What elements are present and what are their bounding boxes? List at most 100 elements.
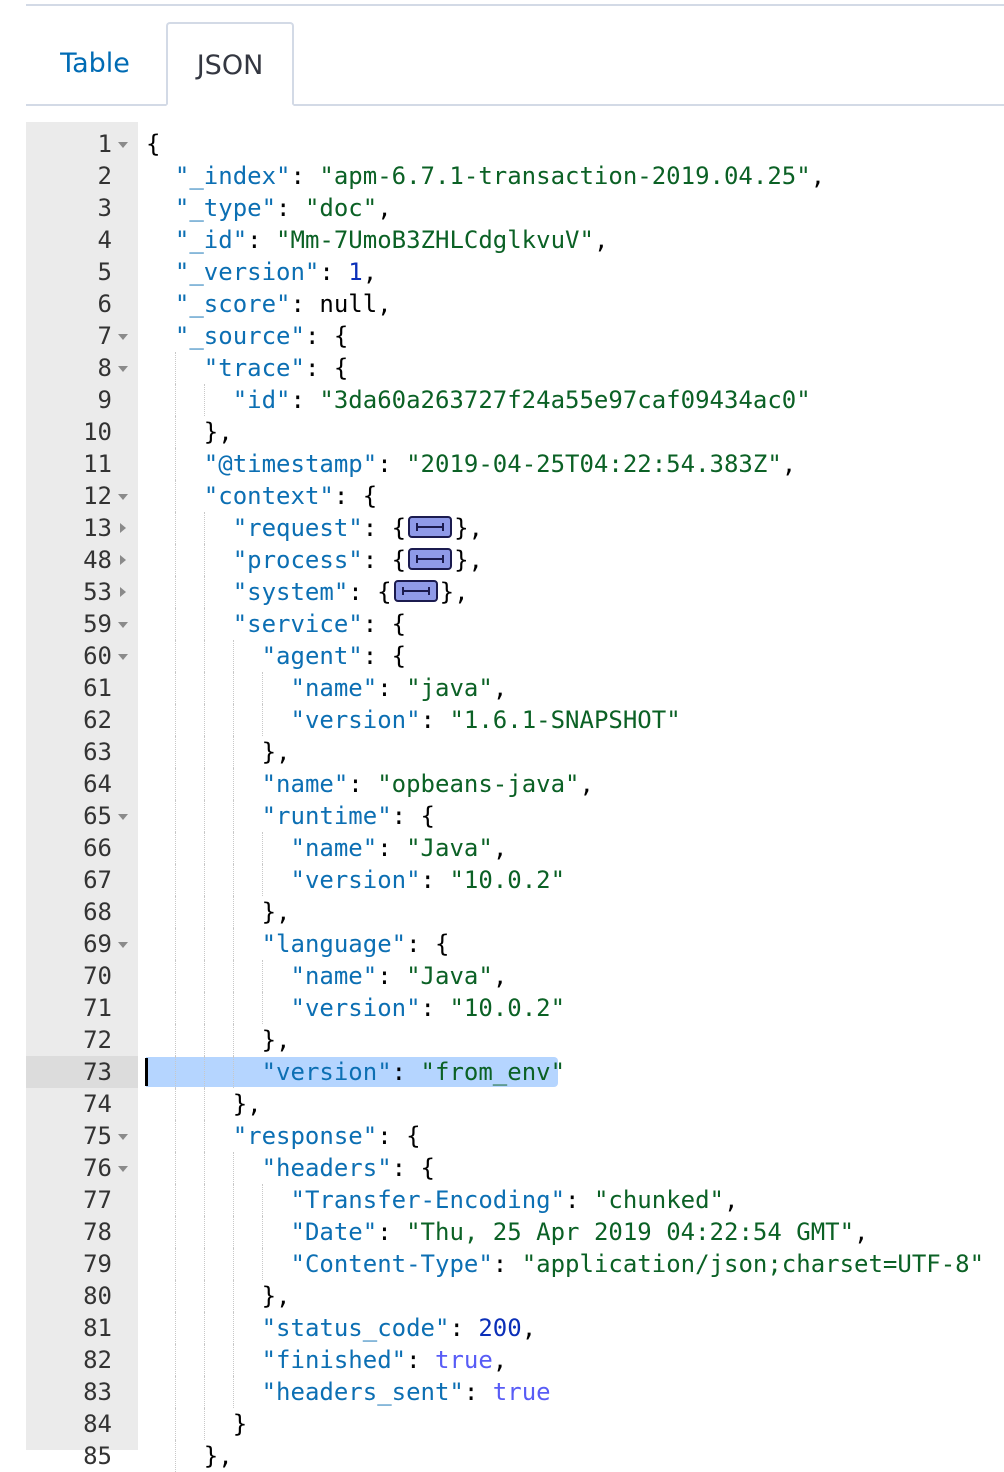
tab-json[interactable]: JSON — [166, 22, 294, 106]
code-line[interactable]: }, — [204, 416, 233, 448]
code-line[interactable]: "name": "java", — [291, 672, 508, 704]
code-line[interactable]: }, — [204, 1440, 233, 1472]
code-line[interactable]: "name": "Java", — [291, 832, 508, 864]
indent-guide — [174, 832, 176, 864]
indent-guide — [174, 992, 176, 1024]
code-line[interactable]: "_index": "apm-6.7.1-transaction-2019.04… — [175, 160, 825, 192]
indent-guide — [232, 1056, 234, 1088]
code-line[interactable]: "context": { — [204, 480, 377, 512]
json-punctuation: } — [232, 1410, 248, 1438]
code-line[interactable]: "service": { — [233, 608, 406, 640]
json-code-editor[interactable]: 1{2"_index": "apm-6.7.1-transaction-2019… — [26, 122, 1004, 1472]
fold-closed-icon[interactable] — [116, 544, 130, 576]
fold-open-icon[interactable] — [116, 352, 130, 384]
code-line[interactable]: "trace": { — [204, 352, 349, 384]
line-number: 5 — [97, 258, 112, 286]
json-key: "_type" — [174, 194, 277, 222]
code-line[interactable]: }, — [262, 1024, 291, 1056]
code-line[interactable]: "version": "10.0.2" — [291, 864, 566, 896]
code-line[interactable]: "language": { — [262, 928, 450, 960]
code-line[interactable]: "headers_sent": true — [262, 1376, 551, 1408]
gutter-cell: 48 — [26, 544, 138, 576]
gutter-cell: 63 — [26, 736, 138, 768]
code-line[interactable]: "version": "1.6.1-SNAPSHOT" — [291, 704, 681, 736]
code-line[interactable]: "_version": 1, — [175, 256, 377, 288]
fold-open-icon[interactable] — [116, 928, 130, 960]
json-punctuation: : — [420, 866, 450, 894]
indent-guide — [203, 896, 205, 928]
code-line[interactable]: "version": "from_env" — [262, 1056, 565, 1088]
fold-open-icon[interactable] — [116, 608, 130, 640]
indent-guide — [174, 384, 176, 416]
json-boolean: true — [492, 1378, 551, 1406]
code-line[interactable]: "request": {}, — [233, 512, 483, 544]
code-line[interactable]: "@timestamp": "2019-04-25T04:22:54.383Z"… — [204, 448, 796, 480]
indent-guide — [174, 1216, 176, 1248]
fold-widget-icon[interactable] — [408, 548, 453, 570]
fold-open-icon[interactable] — [116, 1152, 130, 1184]
code-line[interactable]: "system": {}, — [233, 576, 469, 608]
json-string: "10.0.2" — [449, 994, 566, 1022]
fold-open-icon[interactable] — [116, 1120, 130, 1152]
fold-closed-icon[interactable] — [116, 512, 130, 544]
line-number: 75 — [83, 1122, 112, 1150]
json-string: "2019-04-25T04:22:54.383Z" — [406, 450, 782, 478]
indent-guide — [232, 864, 234, 896]
fold-widget-icon[interactable] — [393, 580, 438, 602]
tab-table[interactable]: Table — [60, 48, 130, 79]
indent-guide — [203, 1312, 205, 1344]
code-line[interactable]: "id": "3da60a263727f24a55e97caf09434ac0" — [233, 384, 811, 416]
code-line[interactable]: "_source": { — [175, 320, 348, 352]
fold-open-icon[interactable] — [116, 128, 130, 160]
indent-guide — [261, 704, 263, 736]
code-line[interactable]: }, — [262, 1280, 291, 1312]
code-line[interactable]: "Transfer-Encoding": "chunked", — [291, 1184, 739, 1216]
line-number: 6 — [97, 290, 112, 318]
json-punctuation: : — [319, 258, 349, 286]
fold-open-icon[interactable] — [116, 480, 130, 512]
code-line[interactable]: "runtime": { — [262, 800, 435, 832]
code-line[interactable]: "Date": "Thu, 25 Apr 2019 04:22:54 GMT", — [291, 1216, 869, 1248]
code-line[interactable]: "_score": null, — [175, 288, 392, 320]
code-line[interactable]: "finished": true, — [262, 1344, 508, 1376]
code-line[interactable]: "headers": { — [262, 1152, 435, 1184]
code-line[interactable]: "name": "Java", — [291, 960, 508, 992]
line-number-gutter — [26, 122, 138, 1450]
indent-guide — [232, 1344, 234, 1376]
code-row: 62"version": "1.6.1-SNAPSHOT" — [26, 704, 1004, 736]
fold-open-icon[interactable] — [116, 640, 130, 672]
code-row: 10}, — [26, 416, 1004, 448]
gutter-cell: 64 — [26, 768, 138, 800]
json-number: 200 — [478, 1314, 522, 1342]
code-line[interactable]: "_id": "Mm-7UmoB3ZHLCdglkvuV", — [175, 224, 609, 256]
json-key: "request" — [232, 514, 363, 542]
code-line[interactable]: }, — [262, 896, 291, 928]
code-line[interactable]: }, — [262, 736, 291, 768]
json-punctuation: , — [492, 834, 508, 862]
fold-widget-icon[interactable] — [408, 516, 453, 538]
fold-open-icon[interactable] — [116, 800, 130, 832]
line-number: 11 — [83, 450, 112, 478]
json-punctuation: : — [420, 706, 450, 734]
code-line[interactable]: }, — [233, 1088, 262, 1120]
code-line[interactable]: "_type": "doc", — [175, 192, 392, 224]
code-line[interactable]: "process": {}, — [233, 544, 483, 576]
line-number: 4 — [97, 226, 112, 254]
line-number: 66 — [83, 834, 112, 862]
line-number: 72 — [83, 1026, 112, 1054]
code-line[interactable]: "Content-Type": "application/json;charse… — [291, 1248, 985, 1280]
indent-guide — [203, 704, 205, 736]
line-number: 9 — [97, 386, 112, 414]
code-line[interactable]: { — [146, 128, 160, 160]
code-line[interactable]: } — [233, 1408, 247, 1440]
code-line[interactable]: "version": "10.0.2" — [291, 992, 566, 1024]
gutter-cell: 76 — [26, 1152, 138, 1184]
code-line[interactable]: "name": "opbeans-java", — [262, 768, 594, 800]
code-row: 48 "process": {}, — [26, 544, 1004, 576]
line-number: 74 — [83, 1090, 112, 1118]
fold-open-icon[interactable] — [116, 320, 130, 352]
fold-closed-icon[interactable] — [116, 576, 130, 608]
code-line[interactable]: "response": { — [233, 1120, 421, 1152]
code-line[interactable]: "agent": { — [262, 640, 407, 672]
code-line[interactable]: "status_code": 200, — [262, 1312, 537, 1344]
